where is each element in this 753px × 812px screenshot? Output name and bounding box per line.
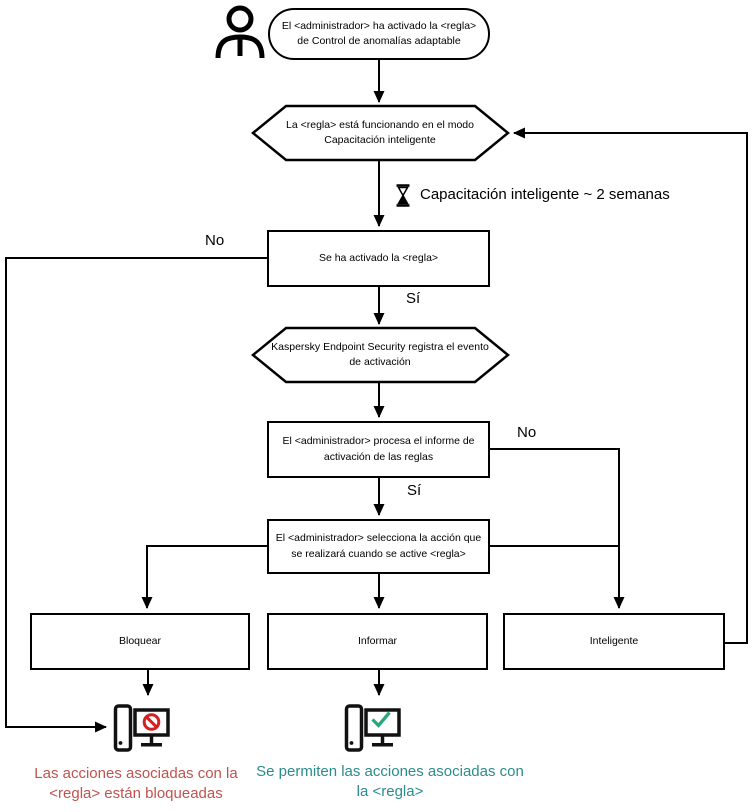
box-admin-report: El <administrador> procesa el informe de… (267, 421, 490, 478)
start-node-line1: El <administrador> ha activado la <regla… (281, 19, 477, 32)
branch-label-report-yes: Sí (407, 482, 422, 499)
branch-label-rule-yes: Sí (406, 290, 421, 307)
branch-label-rule-no: No (205, 232, 225, 249)
hexagon-log-line1: Kaspersky Endpoint Security registra el … (271, 340, 489, 353)
hexagon-training-line2: Capacitación inteligente (324, 134, 436, 146)
box-admin-report-line2: activación de las reglas (323, 450, 434, 463)
arrow-select-to-block (141, 545, 267, 609)
branch-label-report-no: No (517, 424, 537, 441)
hexagon-log-line2: de activación (349, 356, 411, 368)
arrow-smart-loop-to-training (513, 127, 748, 644)
caption-blocked-line1: Las acciones asociadas con la (34, 765, 238, 782)
box-admin-select-line1: El <administrador> selecciona la acción … (275, 532, 482, 545)
box-rule-activated-text: Se ha activado la <regla> (318, 251, 439, 264)
computer-allowed-icon (344, 704, 401, 752)
arrow-no-to-blocked-pc (5, 257, 267, 733)
hexagon-log-text: Kaspersky Endpoint Security registra el … (262, 328, 498, 382)
hexagon-log-shape (251, 326, 510, 384)
action-inform-label: Informar (357, 634, 398, 647)
hexagon-training-line1: La <regla> está funcionando en el modo (286, 118, 474, 131)
start-node-line2: de Control de anomalías adaptable (297, 35, 461, 47)
box-action-inform: Informar (267, 613, 488, 670)
caption-blocked-line2: <regla> están bloqueadas (49, 785, 223, 803)
caption-allowed: Se permiten las acciones asociadas con l… (235, 762, 545, 803)
box-action-block: Bloquear (30, 613, 250, 670)
hexagon-shapes (251, 104, 510, 384)
box-admin-select-line2: se realizará cuando se active <regla> (291, 547, 466, 560)
arrow-report-no-to-smart (490, 448, 625, 609)
action-smart-label: Inteligente (589, 634, 639, 647)
connectors (5, 60, 748, 733)
caption-allowed-line2: la <regla> (356, 783, 424, 801)
hexagon-training-shape (251, 104, 510, 162)
start-node: El <administrador> ha activado la <regla… (268, 8, 490, 60)
action-block-label: Bloquear (118, 634, 162, 647)
caption-allowed-line1: Se permiten las acciones asociadas con (256, 763, 524, 780)
timer-label: Capacitación inteligente ~ 2 semanas (420, 186, 670, 203)
person-icon (215, 5, 265, 59)
box-admin-report-line1: El <administrador> procesa el informe de (282, 435, 475, 448)
box-rule-activated: Se ha activado la <regla> (267, 230, 490, 287)
box-action-smart: Inteligente (503, 613, 725, 670)
computer-blocked-icon (113, 704, 170, 752)
box-admin-select-action: El <administrador> selecciona la acción … (267, 519, 490, 574)
hexagon-training-text: La <regla> está funcionando en el modo C… (266, 106, 494, 160)
caption-blocked: Las acciones asociadas con la <regla> es… (10, 764, 262, 805)
hourglass-icon (396, 184, 410, 207)
